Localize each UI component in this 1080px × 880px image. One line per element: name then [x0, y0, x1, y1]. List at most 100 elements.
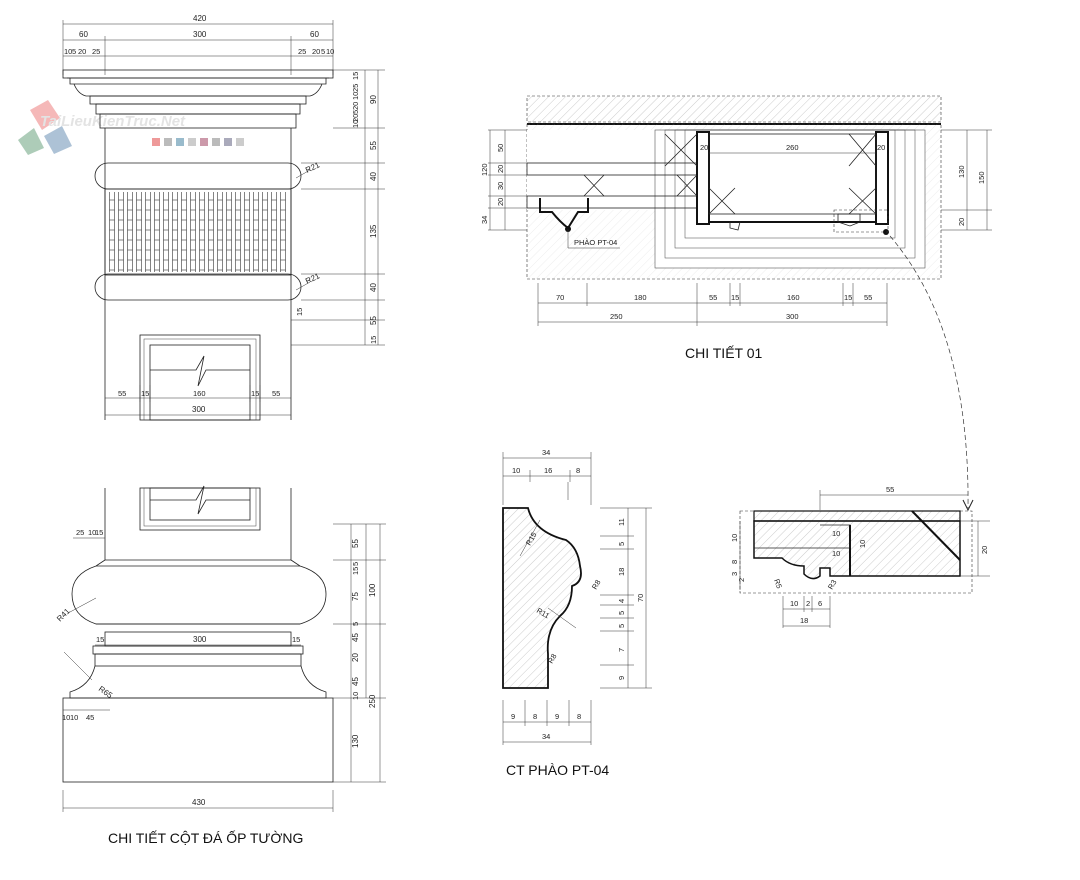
capital-right-small-4: 10 — [326, 47, 334, 56]
detail01-inner-dim-1: 20 — [700, 143, 708, 152]
base-plinth-part-1: 15 — [96, 635, 104, 644]
enlarged-left-dim-2: 8 — [730, 560, 739, 564]
detail01-left-dim-3: 20 — [496, 165, 505, 173]
leader-arrow-icon — [962, 499, 974, 512]
detail01-left-dim-4: 30 — [496, 182, 505, 190]
detail01-bottom-4: 15 — [731, 293, 739, 302]
watermark-text: TaiLieuKienTruc.Net — [40, 113, 186, 130]
base-plinth-small-3: 45 — [86, 713, 94, 722]
base-plinth-small-2: 10 — [70, 713, 78, 722]
enlarged-bottom-1: 10 — [790, 599, 798, 608]
pt04-right-dim-3: 18 — [617, 568, 626, 576]
detail01-bottom-5: 160 — [787, 293, 800, 302]
pt04-top-part-2: 16 — [544, 466, 552, 475]
capital-right-dim-13: 15 — [295, 308, 304, 316]
column-capital-elevation: 420 60 300 60 10 5 20 25 25 20 5 10 — [62, 14, 385, 421]
base-right-dim-3: 15 — [351, 567, 360, 575]
capital-left-small-2: 5 — [72, 47, 76, 56]
pt04-right-dim-4: 4 — [617, 599, 626, 603]
capital-left-small-3: 20 — [78, 47, 86, 56]
capital-right-small-3: 5 — [321, 47, 325, 56]
pt04-right-dim-1: 11 — [617, 518, 626, 526]
caption-pt04: CT PHÀO PT-04 — [506, 762, 609, 778]
enlarged-radius-2: R3 — [826, 578, 839, 591]
capital-radius-1: R21 — [304, 160, 322, 175]
detail01-bottom-1: 70 — [556, 293, 564, 302]
capital-bottom-part-1: 55 — [118, 389, 126, 398]
capital-right-small-1: 25 — [298, 47, 306, 56]
base-left-dim-1: 25 — [76, 528, 84, 537]
base-bottom-total: 430 — [192, 798, 206, 807]
detail01-bottom-total-1: 250 — [610, 312, 623, 321]
base-radius-1: R41 — [55, 606, 72, 623]
callout-label: PHÀO PT-04 — [574, 238, 617, 247]
base-right-dim-2: 5 — [351, 562, 360, 566]
pt04-radius-4: R8 — [546, 652, 559, 665]
pt04-top-total: 34 — [542, 448, 550, 457]
capital-left-small-4: 25 — [92, 47, 100, 56]
enlarged-bottom-3: 6 — [818, 599, 822, 608]
enlarged-left-dim-4: 2 — [737, 578, 746, 582]
base-left-dim-3: 15 — [95, 528, 103, 537]
detail01-bottom-2: 180 — [634, 293, 647, 302]
capital-right-dim-2: 25 — [351, 84, 360, 92]
watermark-logo: TaiLieuKienTruc.Net — [18, 100, 244, 155]
column-base-elevation: R41 R65 25 10 15 15 300 15 10 10 45 55 5… — [55, 485, 386, 812]
detail01-bottom-total-2: 300 — [786, 312, 799, 321]
detail01-bottom-3: 55 — [709, 293, 717, 302]
base-right-dim-6: 5 — [351, 622, 360, 626]
enlarged-bottom-total: 18 — [800, 616, 808, 625]
base-right-dim-8: 20 — [351, 653, 360, 662]
capital-right-dim-14: 55 — [369, 316, 378, 325]
pt04-bottom-1: 9 — [511, 712, 515, 721]
detail01-right-dim-1: 130 — [957, 165, 966, 178]
pt04-bottom-3: 9 — [555, 712, 559, 721]
pt04-bottom-2: 8 — [533, 712, 537, 721]
caption-detail-01: CHI TIẾT 01 — [685, 345, 763, 361]
capital-top-part-3: 60 — [310, 30, 319, 39]
pt04-right-dim-6: 5 — [617, 624, 626, 628]
detail01-inner-dim-3: 20 — [877, 143, 885, 152]
enlarged-bottom-2: 2 — [806, 599, 810, 608]
capital-right-dim-1: 15 — [351, 72, 360, 80]
capital-right-dim-8: 90 — [369, 95, 378, 104]
pt04-bottom-total: 34 — [542, 732, 550, 741]
base-plinth-small-1: 10 — [62, 713, 70, 722]
base-right-dim-9: 45 — [351, 677, 360, 686]
capital-top-part-2: 300 — [193, 30, 207, 39]
pt04-bottom-4: 8 — [577, 712, 581, 721]
logo-red-shape-icon — [30, 100, 60, 130]
enlarged-right-dim: 20 — [980, 546, 989, 554]
base-right-dim-5: 100 — [368, 583, 377, 597]
detail01-left-dim-2: 50 — [496, 144, 505, 152]
detail01-bottom-6: 15 — [844, 293, 852, 302]
pt04-radius-2: R8 — [590, 578, 603, 591]
pt04-right-dim-7: 7 — [617, 648, 626, 652]
detail-01-section: PHÀO PT-04 120 50 20 30 20 34 20 260 20 … — [480, 95, 992, 512]
capital-bottom-total: 300 — [192, 405, 206, 414]
capital-top-width: 420 — [193, 14, 207, 23]
pt04-top-part-1: 10 — [512, 466, 520, 475]
enlarged-inner-dim-3: 10 — [832, 549, 840, 558]
base-plinth-part-2: 300 — [193, 635, 207, 644]
base-right-dim-1: 55 — [351, 539, 360, 548]
capital-right-small-2: 20 — [312, 47, 320, 56]
detail01-left-dim-6: 34 — [480, 216, 489, 224]
base-right-dim-4: 75 — [351, 592, 360, 601]
logo-green-shape-icon — [18, 128, 44, 155]
capital-right-dim-4: 20 — [351, 102, 360, 110]
enlarged-left-dim-1: 10 — [730, 534, 739, 542]
capital-bottom-part-2: 15 — [141, 389, 149, 398]
caption-column: CHI TIẾT CỘT ĐÁ ỐP TƯỜNG — [108, 829, 303, 846]
capital-right-dim-15: 15 — [369, 336, 378, 344]
capital-left-small-1: 10 — [64, 47, 72, 56]
pt04-right-dim-5: 5 — [617, 611, 626, 615]
enlarged-left-dim-3: 3 — [730, 572, 739, 576]
capital-right-dim-3: 10 — [351, 92, 360, 100]
capital-right-dim-10: 40 — [369, 172, 378, 181]
pt04-profile-section: 34 10 16 8 R15 R8 R11 R8 11 5 18 4 5 5 7… — [502, 448, 652, 745]
base-plinth-part-3: 15 — [292, 635, 300, 644]
pt04-right-dim-8: 9 — [617, 676, 626, 680]
base-right-dim-12: 130 — [351, 734, 360, 748]
